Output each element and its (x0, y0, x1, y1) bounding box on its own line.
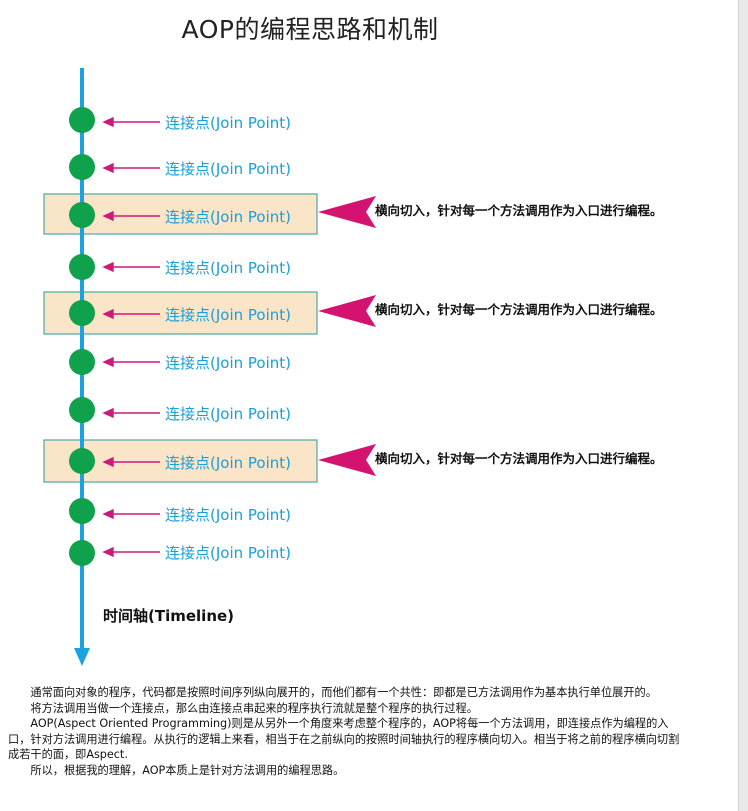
cross-cut-arrow (318, 196, 376, 228)
description-paragraph: 通常面向对象的程序，代码都是按照时间序列纵向展开的，而他们都有一个共性：即都是已… (30, 686, 657, 699)
cross-cut-label: 横向切入，针对每一个方法调用作为入口进行编程。 (375, 203, 663, 218)
pointer-arrow-head (102, 261, 114, 273)
pointer-arrow-head (102, 356, 114, 368)
join-point-node (69, 107, 95, 133)
diagram-title: AOP的编程思路和机制 (181, 15, 439, 44)
join-point-label: 连接点(Join Point) (165, 259, 291, 277)
pointer-arrow-head (102, 162, 114, 174)
join-point-nodes (69, 107, 95, 566)
description-paragraph: 将方法调用当做一个连接点，那么由连接点串起来的程序执行流就是整个程序的执行过程。 (30, 701, 478, 715)
cross-cut-label: 横向切入，针对每一个方法调用作为入口进行编程。 (375, 302, 663, 317)
join-point-node (69, 254, 95, 280)
join-point-label: 连接点(Join Point) (165, 306, 291, 324)
join-point-node (69, 498, 95, 524)
join-point-label: 连接点(Join Point) (165, 160, 291, 178)
join-point-node (69, 154, 95, 180)
pointer-arrow-head (102, 407, 114, 419)
description-text: 通常面向对象的程序，代码都是按照时间序列纵向展开的，而他们都有一个共性：即都是已… (8, 685, 690, 779)
pointer-arrow-head (102, 508, 114, 520)
description-paragraph: AOP(Aspect Oriented Programming)则是从另外一个角… (8, 717, 680, 762)
pointer-arrow-head (102, 210, 114, 222)
aop-diagram (43, 68, 376, 666)
join-point-node (69, 397, 95, 423)
cross-cut-arrow (318, 444, 376, 476)
join-point-node (69, 448, 95, 474)
join-point-label: 连接点(Join Point) (165, 208, 291, 226)
timeline-label: 时间轴(Timeline) (103, 607, 235, 625)
window-frame-edge (738, 0, 748, 811)
timeline-arrowhead (74, 648, 90, 666)
join-point-label: 连接点(Join Point) (165, 506, 291, 524)
join-point-label: 连接点(Join Point) (165, 354, 291, 372)
pointer-arrow-head (102, 116, 114, 128)
join-point-node (69, 202, 95, 228)
join-point-node (69, 540, 95, 566)
join-point-label: 连接点(Join Point) (165, 114, 291, 132)
pointer-arrows (102, 116, 160, 558)
join-point-node (69, 300, 95, 326)
pointer-arrow-head (102, 308, 114, 320)
join-point-label: 连接点(Join Point) (165, 405, 291, 423)
pointer-arrow-head (102, 546, 114, 558)
join-point-label: 连接点(Join Point) (165, 454, 291, 472)
pointer-arrow-head (102, 456, 114, 468)
cross-cut-arrow (318, 295, 376, 327)
join-point-node (69, 349, 95, 375)
cross-cut-label: 横向切入，针对每一个方法调用作为入口进行编程。 (375, 451, 663, 466)
join-point-label: 连接点(Join Point) (165, 544, 291, 562)
description-paragraph: 所以，根据我的理解，AOP本质上是针对方法调用的编程思路。 (30, 763, 345, 777)
